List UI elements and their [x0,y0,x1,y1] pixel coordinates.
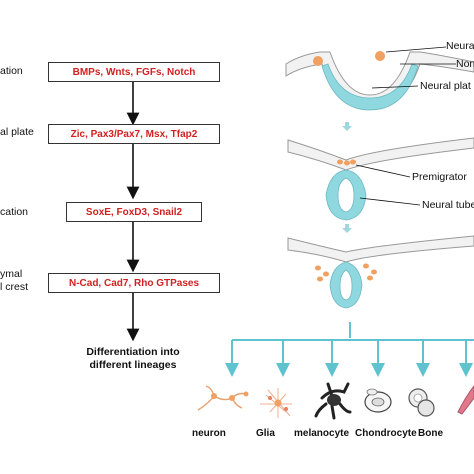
box-specification-genes: SoxE, FoxD3, Snail2 [66,202,202,222]
extra-lineage-drawing [457,385,474,415]
neural-tube-2 [325,169,367,221]
migrating-cell-4 [363,263,369,269]
differentiation-label: Differentiation into different lineages [60,346,206,372]
ectoderm-layer-3 [287,235,474,263]
premigratory-cell-3 [350,159,356,165]
stage-label-specification: cation [0,206,29,218]
migrating-cell-6 [367,275,373,281]
small-arrow-1 [342,122,352,131]
neural-tube-3 [329,261,363,309]
premigratory-cell-2 [344,160,350,166]
leader-neural [385,46,447,53]
label-neural-plate: Neural plat [420,80,471,92]
lineage-label-bone: Bone [418,428,443,439]
box-emt-genes: N-Cad, Cad7, Rho GTPases [48,273,220,293]
crest-right [375,51,385,61]
crest-left [313,56,323,66]
leader-neural-tube [359,197,421,206]
box-neural-plate-genes: Zic, Pax3/Pax7, Msx, Tfap2 [48,124,220,144]
label-neural-tube: Neural tube [422,199,474,211]
melanocyte-drawing [314,382,352,420]
glia-drawing [260,388,292,418]
migrating-schematic [287,235,474,309]
neural-plate-tube [321,63,419,111]
migrating-cell-5 [371,269,377,275]
bone-drawing [408,388,435,417]
neuron-drawing [197,385,249,411]
premigratory-cell-1 [337,159,343,165]
box-induction-genes: BMPs, Wnts, FGFs, Notch [48,62,220,82]
migrating-cell-2 [323,271,329,277]
differentiation-line1: Differentiation into [86,346,180,358]
chondrocyte-drawing [364,388,392,413]
label-neural: Neura [446,40,474,52]
label-premigratory: Premigrator [412,171,467,183]
ectoderm-layer-2 [287,137,474,171]
stage-label-emt-line2: l crest [0,281,29,293]
migrating-cell-3 [317,276,323,282]
stage-label-emt-line1: ymal [0,268,23,280]
neural-plate-schematic [285,46,474,111]
label-non: Non [456,58,474,70]
differentiation-line2: different lineages [89,359,177,371]
lineage-label-melanocyte: melanocyte [294,428,350,439]
small-arrow-2 [342,224,352,233]
leader-premigratory [355,164,411,178]
stage-label-induction: ation [0,65,23,77]
migrating-cell-1 [315,265,321,271]
lineage-label-glia: Glia [256,428,275,439]
lineage-label-chondrocyte: Chondrocyte [355,428,417,439]
premigratory-schematic [287,137,474,221]
lineage-label-neuron: neuron [192,428,226,439]
lineage-connector [225,322,474,377]
stage-label-neural-plate: al plate [0,126,34,138]
leader-neural-plate [371,85,419,89]
